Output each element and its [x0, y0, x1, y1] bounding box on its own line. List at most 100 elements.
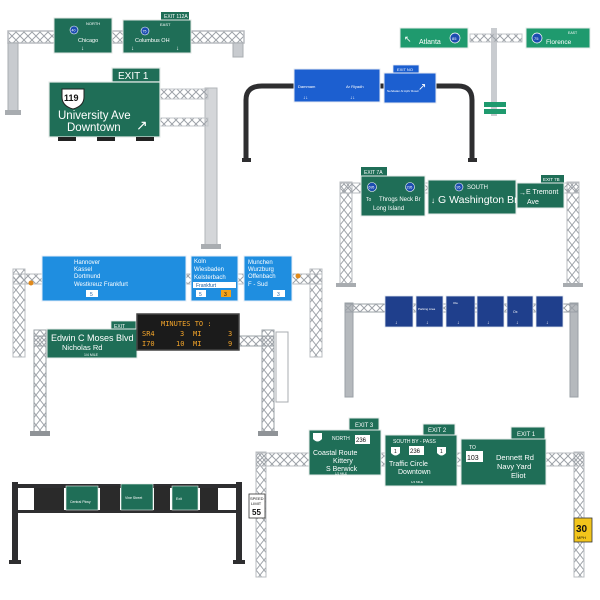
gantry-10-left-route: 236	[356, 438, 367, 444]
gantry-7-base	[258, 431, 278, 436]
gantry-7-base	[30, 431, 50, 436]
gantry-3-small-sign	[484, 109, 506, 114]
gantry-2-base	[201, 244, 221, 249]
gantry-4-main-left: Dammam	[298, 84, 316, 89]
gantry-10-left-line-3: S Berwick	[326, 466, 358, 473]
sign-light-fixture	[97, 137, 115, 141]
gantry-3-right-route: 75	[534, 36, 539, 41]
gantry-9-blank-panel	[200, 488, 218, 510]
interstate-shield-icon	[531, 32, 543, 44]
sign-light-fixture	[58, 137, 76, 141]
gantry-9-right-text: Exit	[176, 497, 182, 501]
gantry-4: Dammam Ar Riyadh ↓↓ ↓↓ EXIT NO Nehdatan …	[242, 64, 477, 162]
gantry-10-mid-line-2: Downtown	[398, 469, 431, 476]
gantry-2-line1: University Ave	[58, 110, 131, 122]
gantry-6-right-line-4: F - Sud	[248, 282, 268, 288]
interstate-shield-icon	[405, 182, 415, 192]
gantry-9-mid-sign	[120, 483, 154, 511]
gantry-1-left-route: 40	[72, 29, 76, 33]
gantry-6-mid-sub-bar	[193, 282, 236, 288]
gantry-3-left-sign	[399, 27, 469, 49]
gantry-9-right-post	[236, 482, 242, 562]
gantry-5-left-exit: EXIT 7A	[364, 170, 383, 176]
gantry-6-mid-badge-a-text: 5	[199, 292, 202, 298]
gantry-6-right-line-1: Munchen	[248, 260, 273, 266]
gantry-5-right-exit-tab	[541, 175, 564, 183]
gantry-6-left-line-3: Dortmund	[74, 274, 100, 280]
gantry-5-left-to: To	[366, 197, 372, 203]
gantry-4-main-sign	[293, 68, 381, 103]
gantry-2-route: 119	[64, 93, 79, 103]
gantry-10-mid-distance: 1/4 MILE	[411, 480, 423, 484]
gantry-10-left-line-1: Coastal Route	[313, 450, 357, 457]
gantry-3-right-sign	[525, 27, 591, 49]
down-arrow-icon: ↓↓	[350, 95, 355, 101]
gantry-10-right-post	[573, 451, 585, 578]
gantry-1-left-post	[7, 42, 19, 114]
gantry-6-right-line-3: Offenbach	[248, 274, 276, 280]
gantry-7-vms-title: MINUTES TO :	[161, 320, 212, 328]
gantry-8-sign-6	[535, 295, 564, 328]
warning-light-icon	[28, 280, 34, 286]
us-route-shield-icon	[437, 447, 446, 456]
speed-limit-top: SPEED	[250, 496, 264, 501]
right-arrow-icon: →	[519, 190, 526, 197]
gantry-9: Central Pkwy Vine Street Exit	[9, 482, 245, 564]
down-arrow-icon: ↓	[431, 196, 435, 205]
gantry-5-right-sign	[516, 182, 565, 209]
gantry-7-vms-minutes-1: 3	[228, 330, 232, 338]
speed-limit-mid: LIMIT	[251, 501, 262, 506]
gantry-9-left-post	[12, 482, 18, 562]
up-left-arrow-icon: ↖	[404, 34, 412, 44]
gantry-10-mid-route-b: 236	[410, 449, 421, 455]
gantry-8-sign-5	[506, 295, 534, 328]
gantry-7-sign	[46, 328, 138, 359]
down-arrow-icon: ↓	[487, 320, 490, 326]
gantry-4-exit-sign	[383, 72, 437, 104]
gantry-1-right-cities: Columbus OH	[135, 38, 170, 44]
gantry-6-right-badge	[273, 290, 285, 297]
down-arrow-icon: ↓	[457, 320, 460, 326]
gantry-8-sign-2-label: Parking Area	[418, 307, 436, 311]
gantry-1-left-city: Chicago	[78, 38, 98, 44]
gantry-5-right-post	[566, 181, 580, 286]
warning-light-icon	[295, 273, 301, 279]
gantry-9-blank-panel	[34, 488, 64, 510]
gantry-10-left-direction: NORTH	[332, 436, 350, 442]
gantry-1-base	[5, 110, 21, 115]
gantry-3-left-city: Atlanta	[419, 39, 441, 46]
gantry-5-mid-route: 95	[457, 186, 461, 190]
gantry-8-right-post	[569, 302, 579, 398]
gantry-8-sign-1	[384, 295, 414, 328]
gantry-1-right-sign	[122, 19, 192, 54]
gantry-10-left-line-2: Kittery	[333, 458, 353, 465]
gantry-10-right-line-2: Navy Yard	[497, 462, 531, 471]
gantry-6-right-badge-text: 3	[277, 292, 280, 298]
gantry-9-base	[9, 560, 21, 564]
gantry-1-left-sign	[53, 17, 113, 54]
gantry-3-post	[491, 28, 497, 116]
gantry-8: Parking Area Ola Ox ↓ ↓ ↓ ↓ ↓ ↓	[344, 295, 579, 398]
state-route-sign	[355, 435, 370, 444]
us-route-shield-icon	[391, 447, 400, 456]
down-arrow-icon: ↓	[81, 46, 84, 52]
speed-limit-sign	[248, 493, 266, 519]
speed-limit-value: 55	[252, 508, 261, 517]
gantry-6-left-badge-text: 5	[90, 292, 93, 298]
gantry-6-right-post	[309, 268, 323, 358]
gantry-6-mid-line-1: Koln	[194, 259, 206, 265]
gantry-9-mid-text: Vine Street	[125, 496, 142, 500]
gantry-6-left-sign	[41, 255, 187, 302]
state-route-sign	[466, 451, 483, 462]
gantry-6-right-line-2: Wurzburg	[248, 267, 274, 273]
gantry-2-line2: Downtown	[67, 122, 121, 134]
down-arrow-icon: ↓	[131, 46, 134, 52]
gantry-3-arm	[469, 33, 523, 43]
gantry-5-left-exit-tab	[361, 167, 387, 176]
sign-light-fixture	[136, 137, 154, 141]
gantry-9-blank-panel	[154, 486, 170, 510]
gantry-7-vms-route-1: SR4	[142, 330, 155, 338]
gantry-9-right-sign	[171, 485, 199, 511]
gantry-7-vms-board	[136, 313, 240, 351]
gantry-1-right-post	[232, 42, 244, 58]
